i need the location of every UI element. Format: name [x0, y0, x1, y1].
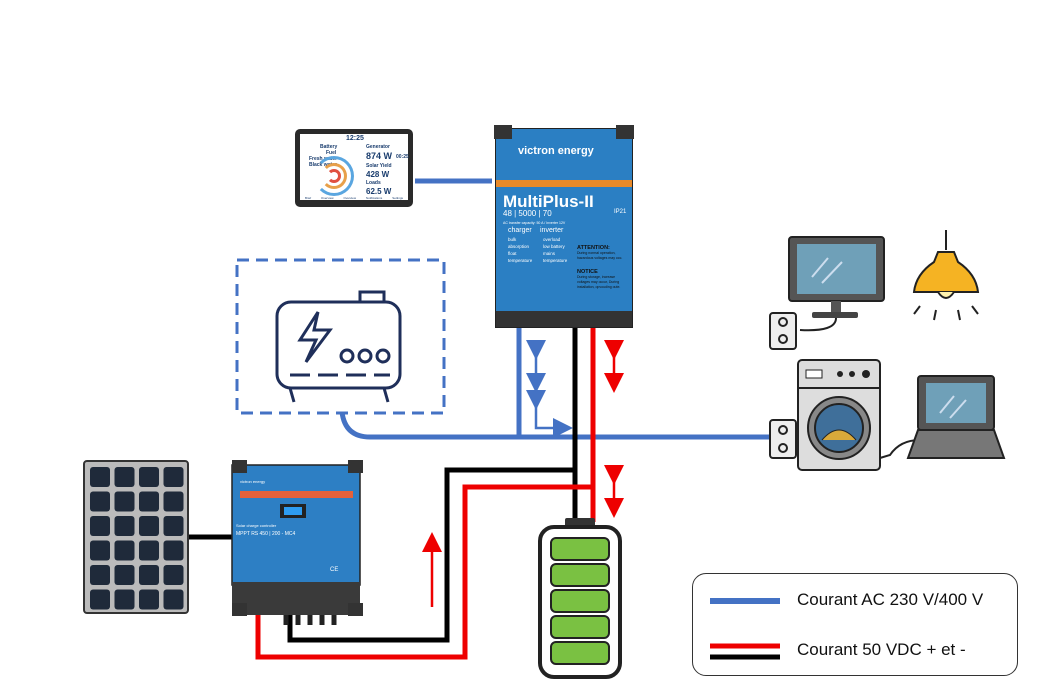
display-generator-value: 874 W	[366, 151, 393, 161]
display-nav-item: Settings	[392, 196, 404, 200]
display-nav-item: Overview	[321, 196, 334, 200]
dc-positive-wire	[255, 328, 596, 660]
led-temperature: temperature	[543, 258, 568, 263]
washing-machine-icon	[797, 359, 881, 471]
legend	[692, 573, 1018, 676]
solar-cell	[139, 516, 159, 536]
solar-cell	[163, 589, 184, 610]
solar-cell	[163, 565, 184, 585]
laptop-icon	[879, 375, 1006, 459]
display-nav-item: Overview	[343, 196, 356, 200]
generator-icon	[235, 258, 446, 415]
display-nav-item: Notifications	[365, 196, 383, 200]
multiplus-model: MultiPlus-II	[503, 192, 594, 211]
flow-arrows	[422, 340, 624, 607]
display-loads-label: Loads	[366, 180, 381, 186]
mppt-model: MPPT RS 450 | 200 - MC4	[236, 531, 296, 537]
display-time: 12:25	[346, 135, 364, 142]
attention-text: During normal operation, hazardous volta…	[577, 251, 623, 260]
power-socket-icon	[769, 312, 797, 350]
solar-cell	[114, 516, 135, 536]
solar-cell	[90, 589, 110, 610]
solar-cell	[114, 467, 135, 487]
display-label-battery: Battery	[320, 144, 338, 150]
solar-cell	[90, 491, 110, 512]
solar-panel-icon	[83, 460, 189, 614]
attention-title: ATTENTION:	[577, 245, 610, 251]
gx-touch-display: 12:25 Battery Fuel Fresh water Black wat…	[295, 129, 413, 207]
solar-cell	[139, 491, 159, 512]
victron-logo: victron energy	[518, 145, 594, 157]
display-solar-label: Solar Yield	[366, 163, 392, 169]
display-nav-item: Brief	[304, 196, 312, 200]
solar-cell	[90, 467, 110, 487]
light-bulb-icon	[912, 230, 980, 321]
led-mains: mains	[543, 251, 556, 256]
display-gauge-rings	[314, 156, 354, 196]
multiplus-subtitle: AC transfer capacity: 50 A / Inverter 12…	[503, 221, 566, 225]
solar-cell	[163, 516, 184, 536]
solar-cell	[139, 565, 159, 585]
dc-negative-wire	[287, 328, 578, 643]
charger-leds: bulk absorption float temperature	[508, 236, 532, 264]
solar-cell	[163, 491, 184, 512]
ac-wiring	[339, 178, 770, 440]
power-socket-icon	[769, 419, 797, 459]
solar-cell	[139, 540, 159, 561]
mppt-brand: victron energy	[240, 479, 266, 484]
legend-dc-label: Courant 50 VDC + et -	[797, 640, 966, 659]
ac-bus-wire	[339, 411, 770, 440]
multiplus-inverter: victron energy	[494, 125, 634, 328]
display-generator-label: Generator	[366, 144, 390, 150]
inverter-leds: overload low battery mains temperature	[543, 236, 567, 264]
solar-cell	[90, 565, 110, 585]
led-overload: overload	[543, 237, 561, 242]
led-low-battery: low battery	[543, 244, 565, 249]
mppt-charger-icon	[231, 460, 363, 625]
legend-ac-label: Courant AC 230 V/400 V	[797, 590, 984, 609]
display-generator-time: 00:25	[396, 154, 409, 160]
notice-title: NOTICE	[577, 269, 598, 275]
ac-split-arrow	[526, 390, 573, 438]
mppt-ce-mark: CE	[330, 567, 339, 573]
solar-cell	[163, 467, 184, 487]
solar-cell	[139, 589, 159, 610]
battery-icon	[538, 518, 622, 679]
mppt-type: Solar charge controller	[236, 523, 277, 528]
monitor-icon	[788, 236, 885, 332]
display-label-fuel: Fuel	[326, 150, 337, 156]
display-solar-value: 428 W	[366, 170, 390, 179]
solar-cell	[90, 540, 110, 561]
multiplus-ip-rating: IP21	[614, 209, 627, 215]
solar-cell	[114, 589, 135, 610]
multiplus-rating: 48 | 5000 | 70	[503, 209, 552, 218]
solar-cell	[163, 540, 184, 561]
display-nav: Brief Overview Overview Notifications Se…	[300, 196, 408, 200]
dc-wiring	[188, 328, 596, 660]
charger-title: charger	[508, 227, 532, 234]
led-absorption: absorption	[508, 244, 530, 249]
solar-cell	[114, 565, 135, 585]
solar-cell	[114, 491, 135, 512]
inverter-title: inverter	[540, 227, 564, 234]
display-loads-value: 62.5 W	[366, 187, 392, 196]
led-bulb: bulk	[508, 237, 517, 242]
solar-cell	[90, 516, 110, 536]
legend-swatches	[710, 598, 780, 660]
notice-text: During storage, increase voltages may oc…	[577, 275, 621, 289]
solar-cell	[114, 540, 135, 561]
solar-cell	[139, 467, 159, 487]
led-temperature: temperature	[508, 258, 533, 263]
led-float: float	[508, 251, 517, 256]
